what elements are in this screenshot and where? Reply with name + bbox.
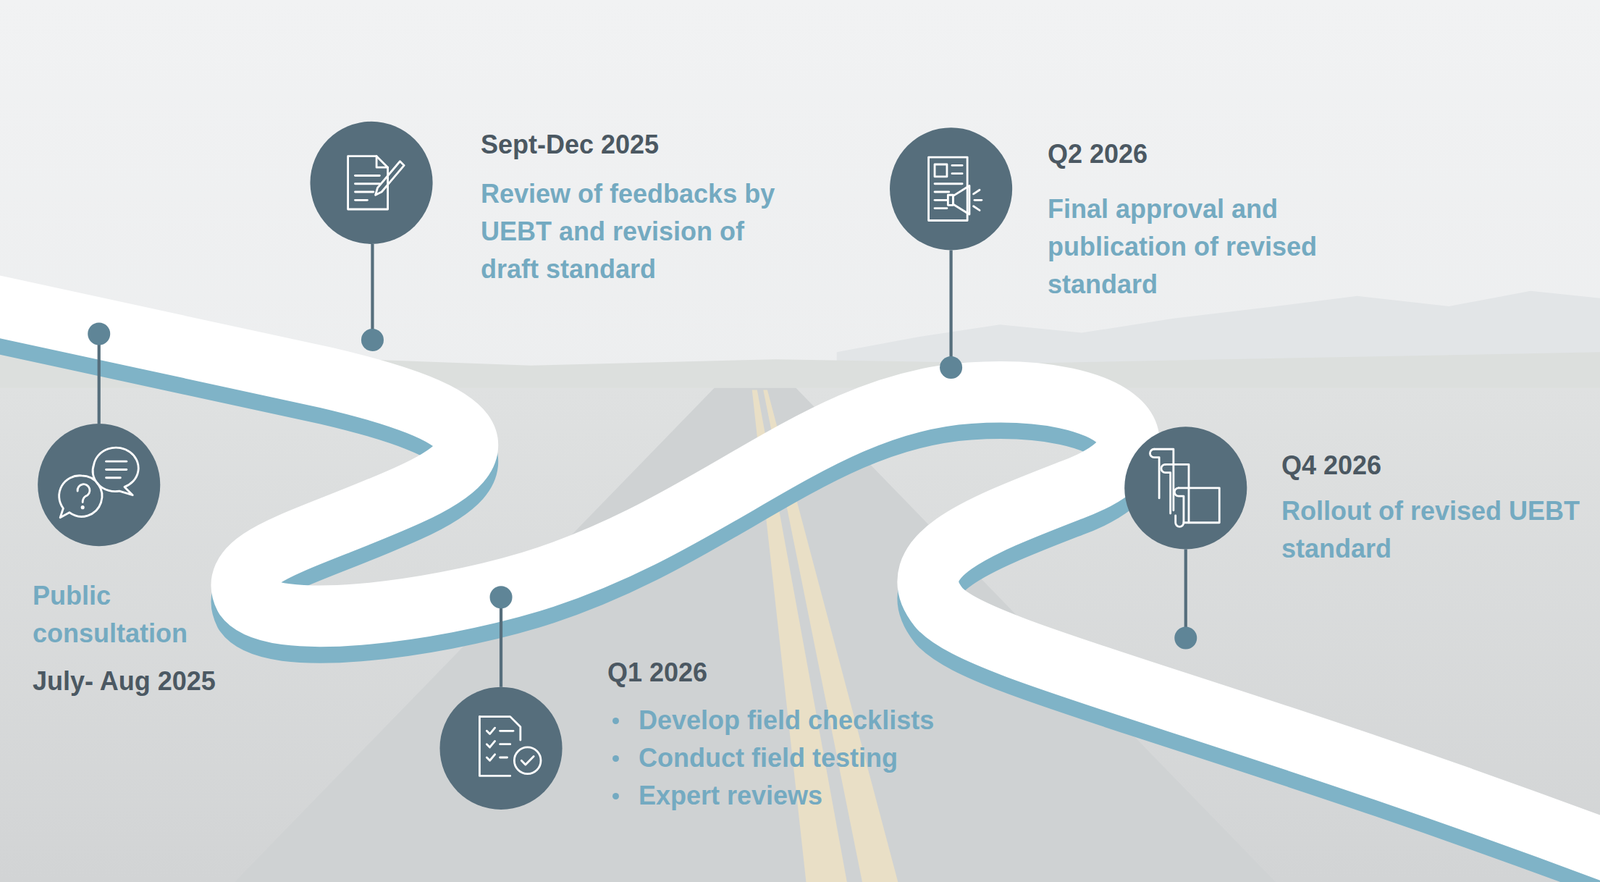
bullet-dot — [612, 717, 620, 724]
milestone-description: Rollout of revised UEBT standard — [1281, 492, 1586, 568]
milestone-description: Review of feedbacks by UEBT and revision… — [480, 175, 800, 289]
milestone-description: Final approval and publication of revise… — [1047, 190, 1396, 304]
icon-circle — [889, 127, 1013, 250]
milestone-date: Q1 2026 — [607, 653, 1013, 692]
milestone-dot — [490, 585, 513, 609]
milestone-dot — [87, 322, 111, 345]
bullet-dot — [612, 755, 620, 762]
leader-stem — [499, 597, 503, 688]
road-surface — [0, 298, 1600, 869]
milestone-task: Develop field checklists — [607, 701, 1013, 740]
milestone: Q2 2026Final approval and publication of… — [1047, 135, 1396, 304]
milestone: Q1 2026Develop field checklistsConduct f… — [607, 653, 1013, 815]
milestone-dot — [939, 356, 963, 379]
milestone: Sept-Dec 2025Review of feedbacks by UEBT… — [480, 125, 800, 289]
icon-circle — [1124, 426, 1247, 549]
icon-circle — [439, 687, 562, 810]
publication-icon — [928, 157, 982, 221]
milestone-date: Q2 2026 — [1047, 135, 1396, 174]
milestone-date: July- Aug 2025 — [32, 662, 272, 701]
bullet-dot — [612, 792, 620, 800]
milestone-date: Q4 2026 — [1281, 446, 1586, 485]
milestone-date: Sept-Dec 2025 — [480, 125, 800, 164]
consultation-icon — [59, 447, 140, 518]
checklist-icon — [479, 716, 541, 777]
leader-stem — [1184, 548, 1188, 638]
revision-icon — [348, 156, 405, 210]
rollout-icon — [1149, 448, 1220, 527]
milestone-dot — [1174, 626, 1197, 650]
icon-circle — [37, 423, 160, 546]
milestone: Public consultationJuly- Aug 2025 — [32, 577, 272, 701]
icon-circle — [309, 121, 433, 244]
milestone-dot — [361, 328, 384, 352]
milestone-task: Conduct field testing — [607, 739, 1013, 777]
leader-stem — [97, 333, 101, 424]
milestone-task: Expert reviews — [607, 776, 1013, 815]
leader-stem — [949, 249, 953, 368]
milestone: Q4 2026Rollout of revised UEBT standard — [1281, 446, 1586, 568]
milestone-description: Public consultation — [32, 577, 272, 653]
leader-stem — [370, 243, 374, 341]
